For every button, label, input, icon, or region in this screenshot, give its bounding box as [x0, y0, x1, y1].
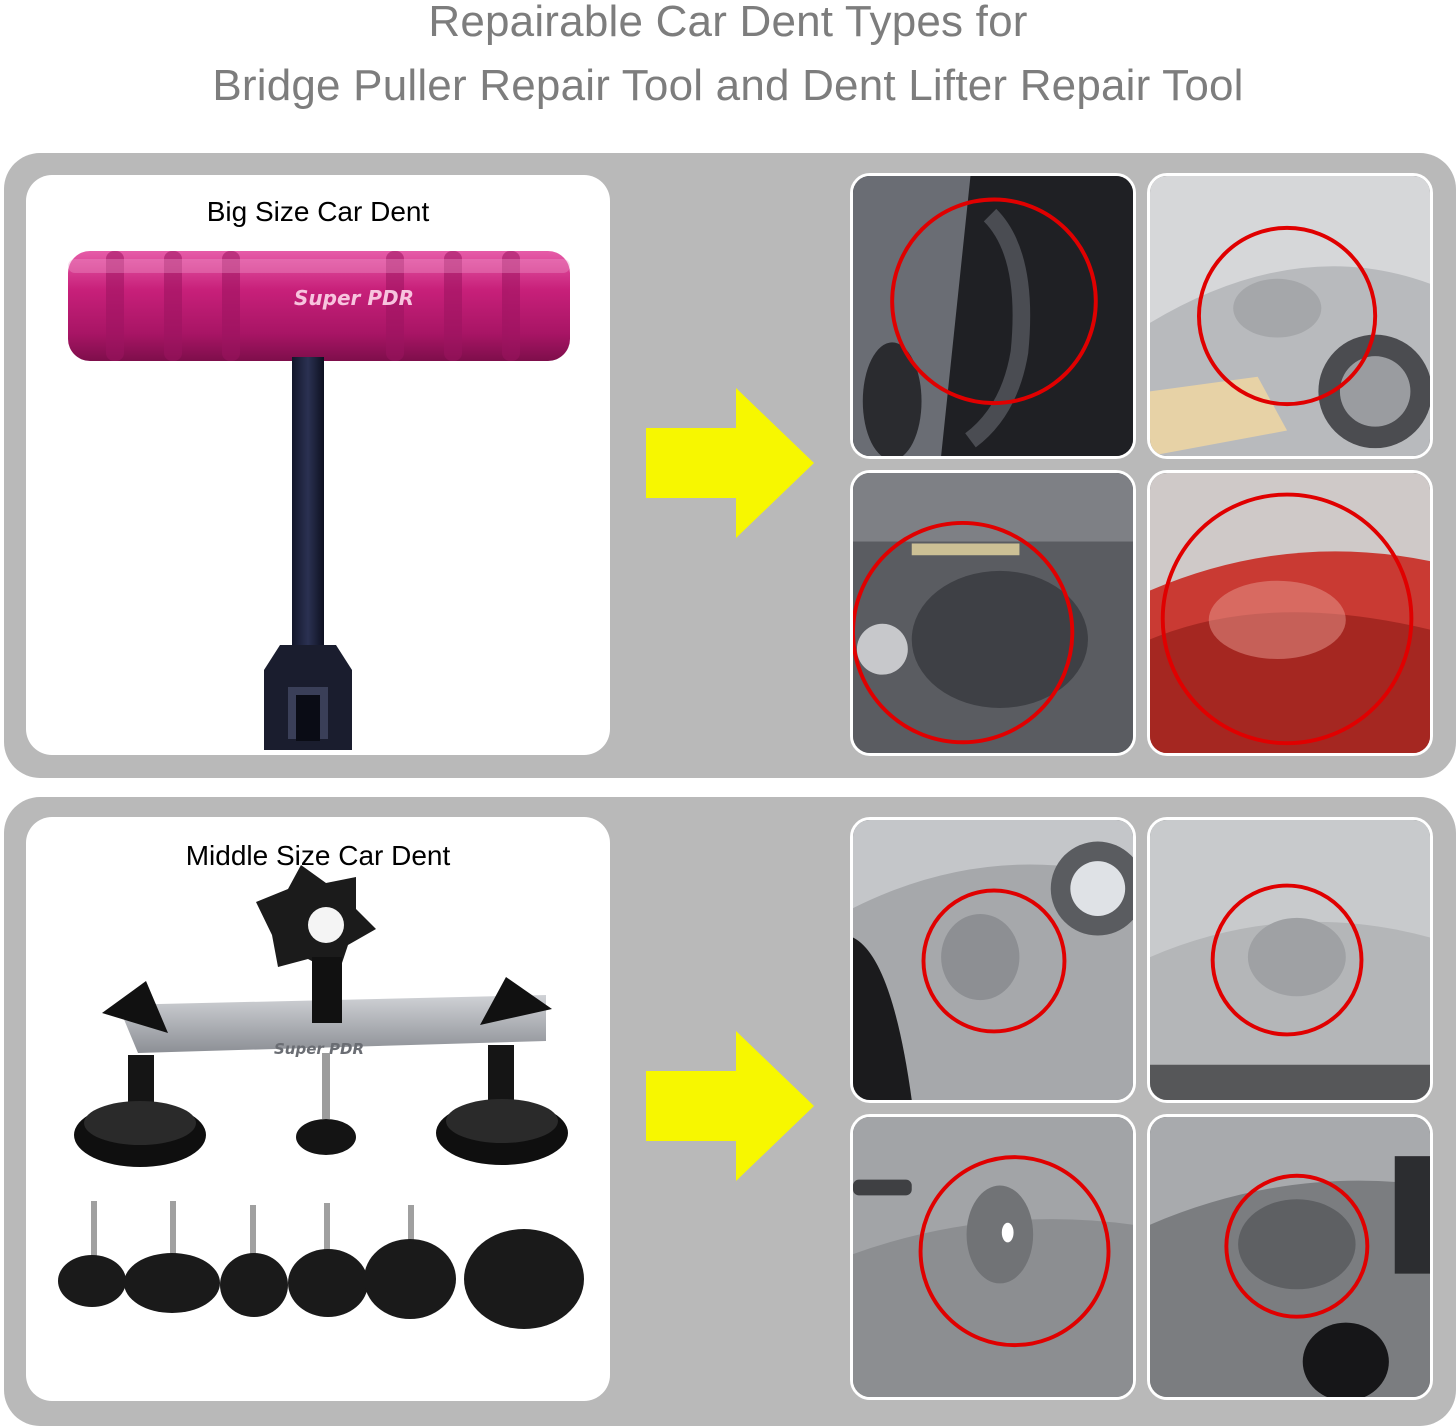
- arrow-right-icon: [646, 1031, 814, 1181]
- dent-photo-red-fender: [1147, 470, 1433, 756]
- dent-photo-grey-door-handle: [850, 1114, 1136, 1400]
- dent-photo-black-door: [850, 173, 1136, 459]
- t-bar-dent-lifter-image: Super PDR: [68, 251, 570, 750]
- tool-card-big-dent: Big Size Car Dent: [26, 175, 610, 755]
- bridge-logo-text: Super PDR: [274, 1040, 364, 1058]
- page-title-line-2: Bridge Puller Repair Tool and Dent Lifte…: [212, 61, 1244, 110]
- middle-dent-label: Middle Size Car Dent: [185, 840, 451, 871]
- tool-logo-text: Super PDR: [294, 286, 414, 310]
- middle-dent-section: Middle Size Car Dent Super PDR: [4, 797, 1456, 1426]
- big-dent-section: Big Size Car Dent: [4, 153, 1456, 778]
- tool-card-middle-dent: Middle Size Car Dent Super PDR: [26, 817, 610, 1401]
- dent-photo-light-grey-panel: [1147, 817, 1433, 1103]
- dent-photo-silver-fender: [1147, 173, 1433, 459]
- page-title-line-1: Repairable Car Dent Types for: [428, 0, 1028, 46]
- big-dent-label: Big Size Car Dent: [206, 196, 430, 227]
- arrow-right-icon: [646, 388, 814, 538]
- dent-photo-grey-fuel-cap: [1147, 1114, 1433, 1400]
- dent-photo-grey-fender: [850, 470, 1136, 756]
- dent-photo-silver-headlight: [850, 817, 1136, 1103]
- bridge-dent-puller-image: Super PDR: [58, 865, 584, 1329]
